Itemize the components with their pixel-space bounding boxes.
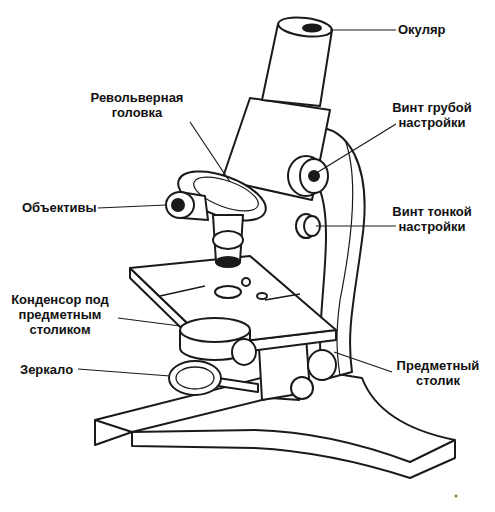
stage-hole (215, 286, 241, 298)
coarse-knob-face (300, 159, 328, 193)
leader-line (316, 225, 396, 226)
mirror-glass (176, 367, 214, 389)
stage-knob (308, 350, 336, 380)
condenser-knob (232, 339, 256, 365)
stage-hole-small (257, 293, 267, 299)
leader-line (318, 124, 396, 172)
eyepiece-top (277, 15, 333, 39)
stage-top (130, 256, 336, 345)
mirror (169, 361, 221, 395)
speck (455, 495, 458, 498)
leader-line (118, 318, 180, 326)
coarse-knob-hub (309, 171, 319, 181)
leader-line (334, 352, 392, 372)
objective-left-end (166, 192, 194, 218)
part-label: Зеркало (20, 362, 100, 377)
base-notch (132, 398, 300, 432)
objective-down-ring (213, 231, 243, 249)
objective-left-lens (172, 199, 184, 211)
leader-line (78, 369, 170, 376)
stage-knob-2 (291, 377, 313, 399)
base-top (95, 420, 455, 462)
part-label: Конденсор под предметным столиком (2, 292, 118, 337)
clip-screw (242, 278, 250, 286)
objective-down-end (216, 257, 240, 267)
mirror-mount (218, 378, 258, 392)
leader-line (190, 122, 230, 182)
objective-down (213, 215, 243, 262)
arm-edge (337, 140, 353, 376)
part-label: Предметный столик (386, 358, 490, 388)
condenser-top (180, 318, 250, 342)
part-label: Револьверная головка (82, 90, 192, 120)
part-label: Винт грубой настройки (392, 100, 472, 130)
part-label: Окуляр (398, 22, 490, 37)
eyepiece-lens (303, 25, 321, 32)
stage-clip (160, 286, 300, 300)
part-label: Винт тонкой настройки (392, 204, 472, 234)
part-label: Объективы (22, 200, 122, 215)
leader-line (98, 205, 166, 208)
leader-line (330, 29, 396, 30)
